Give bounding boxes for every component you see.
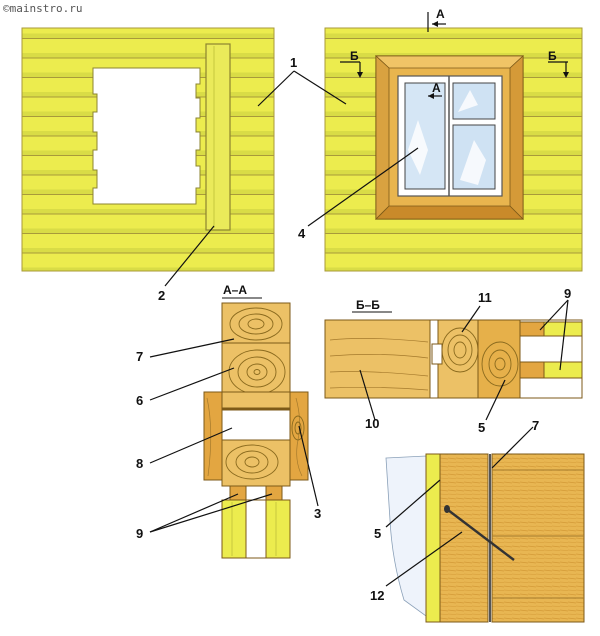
right-wall-view (324, 27, 583, 272)
section-mark-b-left: Б (350, 49, 359, 63)
left-wall-view (21, 27, 275, 272)
watermark: ©mainstro.ru (3, 2, 83, 15)
callout-1: 1 (290, 55, 297, 70)
callout-9-aa: 9 (136, 526, 143, 541)
nail (447, 509, 515, 561)
left-window-opening (92, 67, 201, 205)
callout-5-detail: 5 (374, 526, 381, 541)
callout-4: 4 (298, 226, 306, 241)
callout-2: 2 (158, 288, 165, 303)
leader-lines (149, 70, 569, 587)
section-mark-b-right: Б (548, 49, 557, 63)
callout-6: 6 (136, 393, 143, 408)
nail-detail (385, 453, 585, 623)
callout-11: 11 (478, 290, 492, 305)
callout-5-bb: 5 (478, 420, 485, 435)
section-title-aa: А–А (223, 283, 247, 297)
settlement-gap (221, 409, 291, 441)
callout-12: 12 (370, 588, 384, 603)
callouts: 1 2 4 7 6 8 3 9 10 11 9 5 7 5 12 (136, 55, 571, 603)
callout-8: 8 (136, 456, 143, 471)
section-mark-a-window: А (432, 81, 441, 95)
callout-7-aa: 7 (136, 349, 143, 364)
callout-10: 10 (365, 416, 379, 431)
section-mark-a-top: А (436, 7, 445, 21)
vertical-guide-bar (205, 43, 231, 231)
callout-3: 3 (314, 506, 321, 521)
callout-9-bb: 9 (564, 286, 571, 301)
section-title-bb: Б–Б (356, 298, 380, 312)
section-marks: А А Б Б (340, 7, 569, 99)
section-bb: Б–Б (324, 298, 583, 399)
callout-7-detail: 7 (532, 418, 539, 433)
section-aa: А–А (203, 283, 309, 559)
